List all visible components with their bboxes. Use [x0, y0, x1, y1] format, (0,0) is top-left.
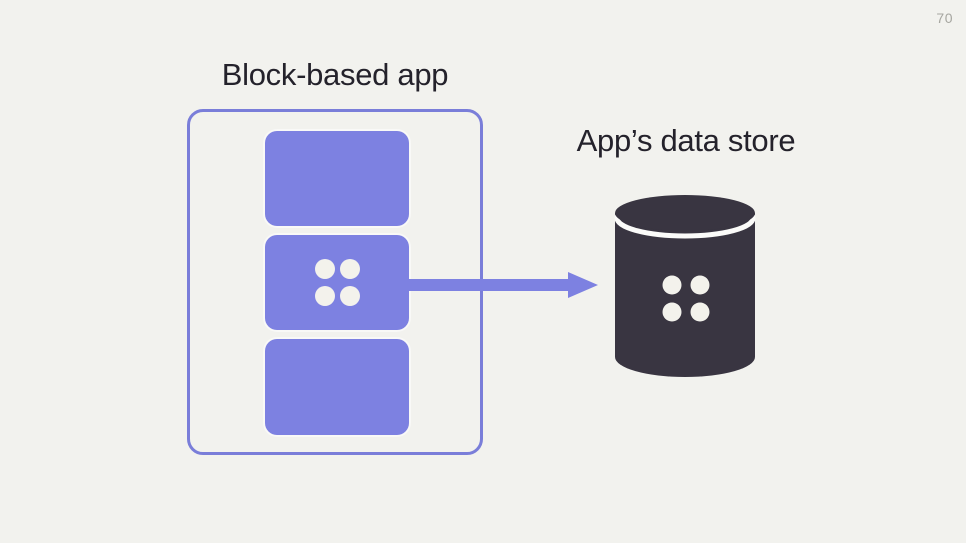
app-block-bottom — [265, 339, 409, 435]
data-dots-icon — [314, 259, 360, 306]
app-block-middle — [265, 235, 409, 330]
dot — [314, 286, 335, 306]
arrow-right-icon — [406, 272, 598, 298]
database-cylinder-icon — [614, 195, 756, 377]
block-app-title: Block-based app — [221, 57, 449, 92]
block-app-outline — [187, 109, 483, 455]
data-store-title: App’s data store — [576, 123, 796, 158]
app-block-top — [265, 131, 409, 226]
data-dots-icon — [662, 275, 710, 322]
page-number: 70 — [936, 10, 953, 26]
dot — [339, 286, 360, 306]
dot — [314, 259, 335, 279]
dot — [339, 259, 360, 279]
